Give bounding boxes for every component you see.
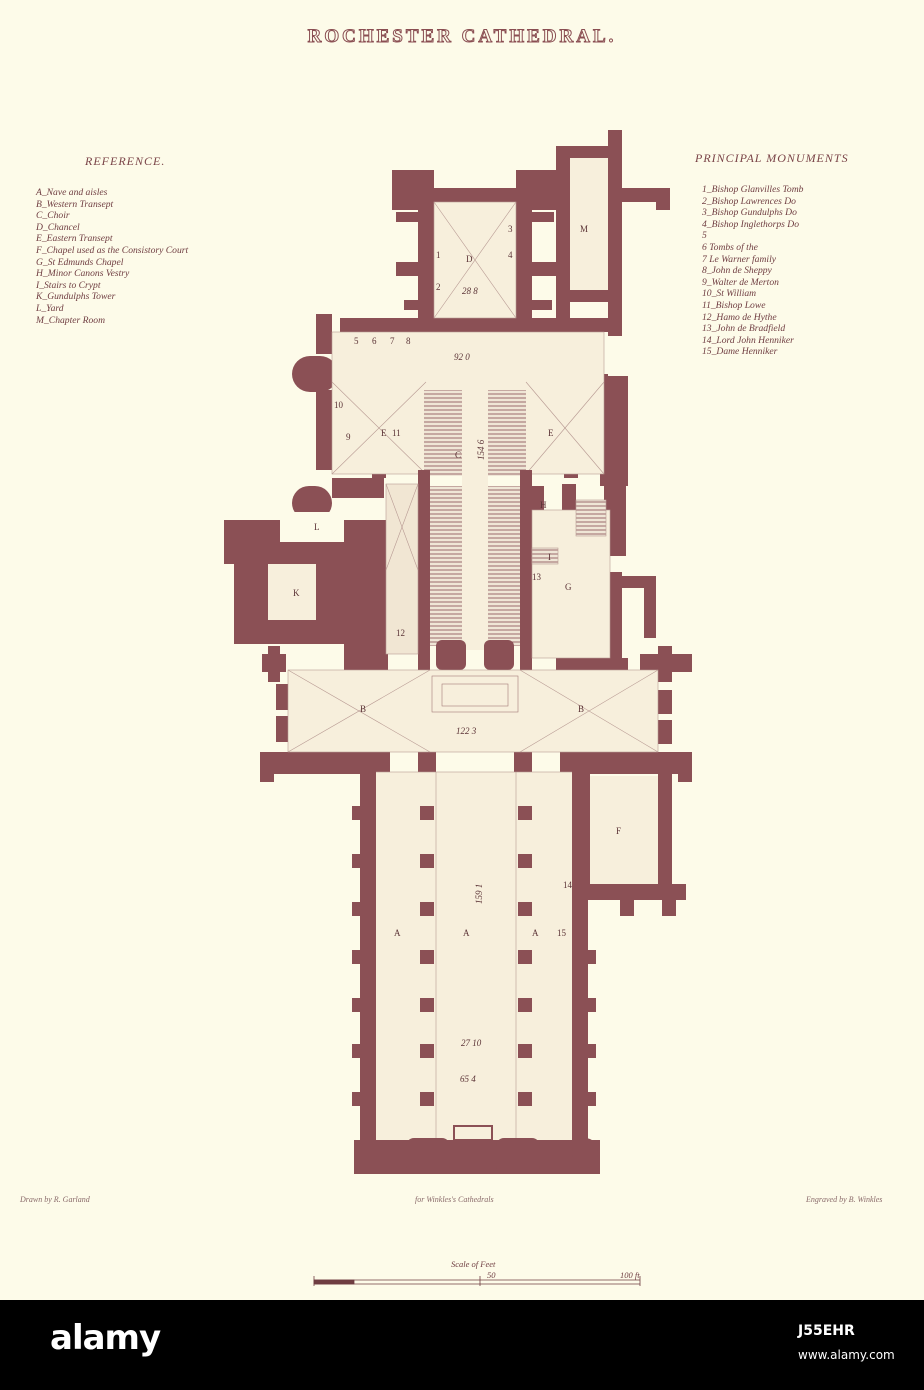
nave-walls (354, 764, 600, 1174)
consistory-chapel-floor (590, 776, 658, 884)
reference-item: G_St Edmunds Chapel (36, 256, 124, 268)
credit-engraved: Engraved by B. Winkles (806, 1195, 883, 1204)
monument-item: 5 (702, 230, 707, 242)
dimension-choir: 154 6 (476, 439, 486, 460)
room-label-e-south: E (381, 428, 387, 438)
monument-number: 2 (436, 282, 441, 292)
monument-number: 12 (396, 628, 405, 638)
monument-item: 3_Bishop Gundulphs Do (702, 207, 797, 219)
room-label-e-north: E (548, 428, 554, 438)
monument-item: 4_Bishop Inglethorps Do (702, 218, 800, 230)
monument-item: 13_John de Bradfield (702, 323, 786, 335)
monument-number: 1 (436, 250, 441, 260)
south-choir-aisle (385, 483, 419, 655)
reference-item: D_Chancel (36, 221, 80, 233)
room-label-b-south: B (360, 704, 366, 714)
monument-item: 8_John de Sheppy (702, 265, 772, 277)
choir-stalls (424, 390, 526, 650)
room-label-b-north: B (578, 704, 584, 714)
room-label-a-south: A (394, 928, 401, 938)
reference-item: I_Stairs to Crypt (36, 279, 101, 291)
scale-end-label: 100 ft (620, 1270, 640, 1280)
monument-number: 6 (372, 336, 377, 346)
reference-item: M_Chapter Room (36, 314, 106, 326)
room-label-d: D (466, 254, 473, 264)
nave-floor (371, 771, 585, 1151)
room-label-h: H (540, 500, 547, 510)
monument-item: 1_Bishop Glanvilles Tomb (702, 184, 804, 195)
monument-number: 3 (508, 224, 513, 234)
monument-number: 8 (406, 336, 411, 346)
monument-item: 14_Lord John Henniker (702, 334, 794, 346)
reference-heading: REFERENCE. (85, 154, 166, 168)
monument-number: 5 (354, 336, 359, 346)
chapter-room-floor (570, 158, 608, 290)
reference-item: L_Yard (36, 302, 64, 314)
floor-plan: D M E E C H I G L K B B F A A A 28 8 92 … (224, 130, 692, 1286)
monument-item: 12_Hamo de Hythe (702, 311, 777, 323)
reference-item: B_Western Transept (36, 198, 114, 210)
dimension-nave-width-inner: 27 10 (461, 1038, 482, 1048)
credit-drawn: Drawn by R. Garland (20, 1195, 90, 1204)
room-label-m: M (580, 224, 588, 234)
room-label-g: G (565, 582, 572, 592)
dimension-choir-crossing: 92 0 (454, 352, 470, 362)
reference-item: E_Eastern Transept (36, 233, 113, 245)
monument-item: 2_Bishop Lawrences Do (702, 195, 796, 207)
room-label-c: C (455, 450, 461, 460)
dimension-nave-length: 159 1 (474, 884, 484, 904)
scale-label: Scale of Feet (451, 1259, 496, 1269)
scale-bar (313, 1276, 641, 1286)
site-url: www.alamy.com (798, 1348, 895, 1362)
tower-floor (268, 564, 316, 620)
watermark-footer (0, 1300, 924, 1390)
monument-number: 10 (334, 400, 344, 410)
reference-item: F_Chapel used as the Consistory Court (36, 244, 189, 256)
yard (280, 512, 344, 542)
monument-number: 11 (392, 428, 401, 438)
chancel-walls (340, 170, 620, 332)
monuments-heading: PRINCIPAL MONUMENTS (695, 151, 849, 165)
dimension-nave-width-outer: 65 4 (460, 1074, 476, 1084)
monument-item: 6 Tombs of the (702, 241, 758, 253)
reference-item: A_Nave and aisles (36, 187, 108, 198)
monument-number: 7 (390, 336, 395, 346)
monument-number: 14 (563, 880, 573, 890)
monument-number: 13 (532, 572, 542, 582)
chancel-floor (433, 201, 517, 319)
monument-number: 15 (557, 928, 567, 938)
reference-item: H_Minor Canons Vestry (36, 268, 130, 280)
north-choir-aisle-floor (531, 499, 611, 659)
dimension-chancel: 28 8 (462, 286, 478, 296)
room-label-f: F (616, 826, 621, 836)
monument-item: 10_St William (702, 288, 757, 300)
choir-walls (418, 470, 532, 670)
reference-list: A_Nave and aisles B_Western Transept C_C… (36, 187, 188, 326)
western-transept-walls (260, 646, 692, 782)
room-label-a-north: A (532, 928, 539, 938)
western-transept-floor (287, 669, 659, 753)
reference-item: C_Choir (36, 210, 70, 222)
monument-number: 4 (508, 250, 513, 260)
room-label-i: I (548, 552, 551, 562)
reference-item: K_Gundulphs Tower (36, 291, 116, 303)
monument-number: 9 (346, 432, 351, 442)
consistory-chapel (584, 768, 686, 916)
nave-piers (352, 806, 596, 1141)
monument-item: 11_Bishop Lowe (702, 299, 766, 311)
image-id: J55EHR (798, 1323, 855, 1339)
monuments-list: 1_Bishop Glanvilles Tomb 2_Bishop Lawren… (702, 184, 803, 358)
credit-publication: for Winkles's Cathedrals (415, 1195, 494, 1204)
plan-title: ROCHESTER CATHEDRAL. (307, 26, 617, 48)
monument-item: 7 Le Warner family (702, 253, 776, 265)
chapter-room (556, 130, 670, 336)
room-label-a-centre: A (463, 928, 470, 938)
alamy-logo: alamy (50, 1318, 161, 1358)
dimension-western-transept: 122 3 (456, 726, 477, 736)
room-label-k: K (293, 588, 300, 598)
monument-item: 9_Walter de Merton (702, 276, 779, 288)
monument-item: 15_Dame Henniker (702, 346, 778, 358)
scale-mid-label: 50 (487, 1270, 496, 1280)
room-label-l: L (314, 522, 320, 532)
